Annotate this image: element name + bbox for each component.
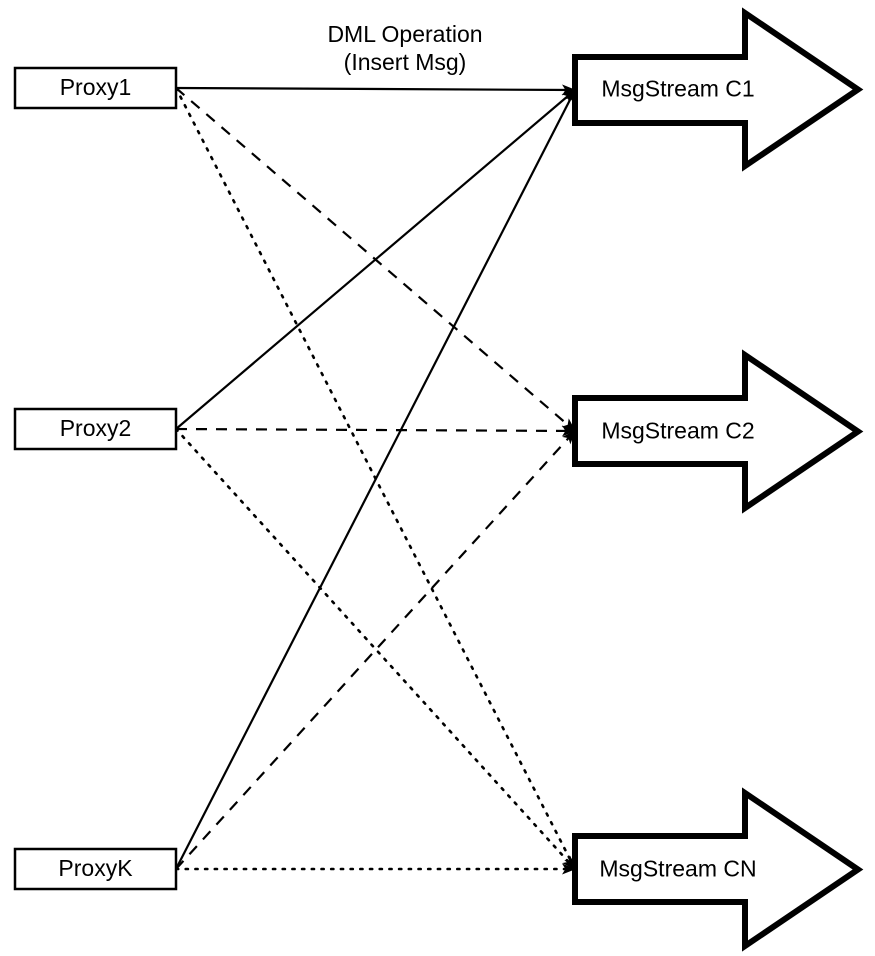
edge-label-line1: DML Operation — [327, 21, 482, 47]
node-label-cn: MsgStream CN — [599, 856, 756, 882]
connector-line-solid — [175, 84, 576, 96]
connector-line-solid — [175, 89, 576, 870]
connector-line-solid — [175, 89, 576, 430]
block-arrow-shape-cn[interactable] — [572, 787, 864, 952]
node-box-proxy1[interactable] — [13, 66, 178, 110]
node-proxy1[interactable]: Proxy1 — [13, 66, 178, 110]
connector-line-dashed — [175, 425, 576, 437]
connector-p2-c2 — [175, 425, 576, 437]
node-label-c2: MsgStream C2 — [601, 418, 754, 444]
block-arrow-shape-c1[interactable] — [572, 7, 864, 172]
node-label-proxy1: Proxy1 — [60, 74, 132, 100]
connector-line-dotted — [174, 427, 577, 871]
node-c2[interactable]: MsgStream C2 — [572, 349, 864, 514]
connector-p2-cn — [174, 427, 577, 871]
connector-layer — [174, 84, 577, 875]
edge-label-dml-operation: DML Operation (Insert Msg) — [327, 21, 482, 75]
node-c1[interactable]: MsgStream C1 — [572, 7, 864, 172]
node-label-proxyk: ProxyK — [58, 855, 133, 881]
node-cn[interactable]: MsgStream CN — [572, 787, 864, 952]
connector-p2-c1 — [175, 89, 576, 430]
node-proxyk[interactable]: ProxyK — [13, 847, 178, 891]
node-label-c1: MsgStream C1 — [601, 76, 754, 102]
node-box-proxyk[interactable] — [13, 847, 178, 891]
node-proxy2[interactable]: Proxy2 — [13, 407, 178, 451]
connector-pk-c1 — [175, 89, 576, 870]
connector-p1-c1 — [175, 84, 576, 96]
node-box-proxy2[interactable] — [13, 407, 178, 451]
block-arrow-shape-c2[interactable] — [572, 349, 864, 514]
node-label-proxy2: Proxy2 — [60, 415, 132, 441]
edge-label-line2: (Insert Msg) — [344, 49, 467, 75]
